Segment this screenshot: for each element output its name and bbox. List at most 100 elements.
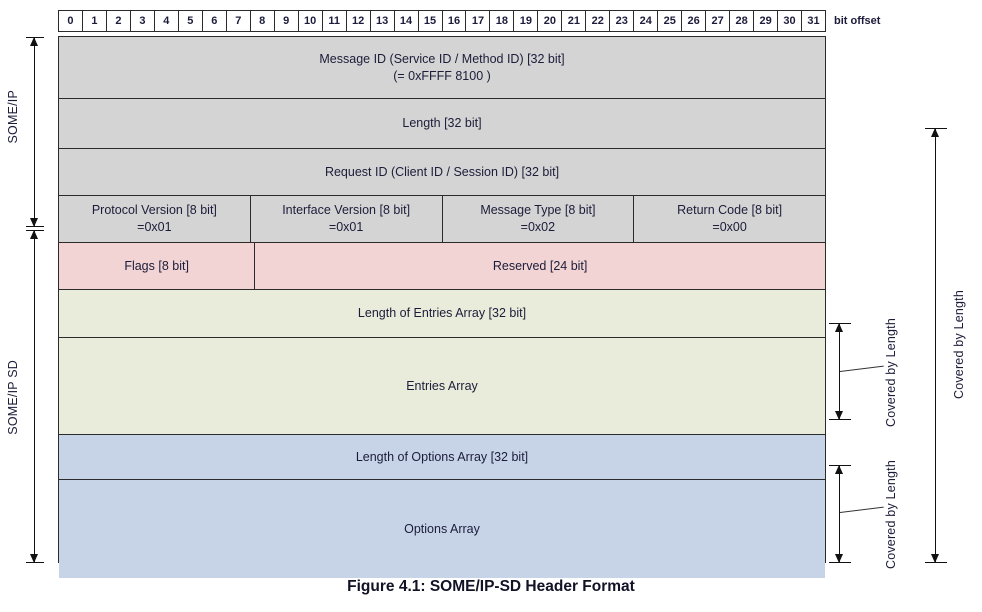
bracket-stem: [34, 37, 35, 227]
field-cell-version-type-return-0: Protocol Version [8 bit] =0x01: [59, 196, 251, 242]
bit-cell-30: 30: [778, 11, 803, 31]
bit-cell-26: 26: [682, 11, 707, 31]
bit-cell-5: 5: [179, 11, 203, 31]
bracket-stem: [839, 465, 840, 563]
bit-cell-0: 0: [59, 11, 83, 31]
field-value: =0x01: [137, 220, 172, 234]
field-cell-message-id-0: Message ID (Service ID / Method ID) [32 …: [59, 37, 825, 98]
bracket-stem: [839, 323, 840, 420]
bit-cell-28: 28: [730, 11, 755, 31]
field-label: Length of Options Array [32 bit]: [355, 449, 529, 464]
arrow-up-icon: [29, 37, 38, 46]
field-cell-request-id-0: Request ID (Client ID / Session ID) [32 …: [59, 149, 825, 195]
bracket-stem: [34, 230, 35, 563]
bit-cell-2: 2: [107, 11, 131, 31]
bit-cell-29: 29: [754, 11, 779, 31]
field-label: Flags [8 bit]: [124, 258, 189, 273]
bracket-tick-bottom: [829, 419, 851, 420]
table-row-request-id: Request ID (Client ID / Session ID) [32 …: [59, 149, 825, 196]
bracket-stem: [935, 128, 936, 563]
bit-cell-3: 3: [131, 11, 155, 31]
arrow-up-icon: [834, 323, 843, 332]
field-label: Interface Version [8 bit]: [282, 203, 411, 218]
bit-cell-17: 17: [466, 11, 491, 31]
header-format-table: Message ID (Service ID / Method ID) [32 …: [58, 36, 826, 578]
field-value: =0x00: [712, 220, 747, 234]
table-row-length-of-entries-array: Length of Entries Array [32 bit]: [59, 290, 825, 338]
arrow-down-icon: [29, 554, 38, 563]
field-cell-length-of-entries-array-0: Length of Entries Array [32 bit]: [59, 290, 825, 337]
bracket-tick-bottom: [26, 226, 44, 227]
table-row-message-id: Message ID (Service ID / Method ID) [32 …: [59, 37, 825, 99]
field-value: =0x01: [328, 220, 364, 234]
bit-cell-19: 19: [514, 11, 539, 31]
field-cell-length-of-options-array-0: Length of Options Array [32 bit]: [59, 435, 825, 479]
table-row-length-of-options-array: Length of Options Array [32 bit]: [59, 435, 825, 480]
bit-cell-6: 6: [203, 11, 227, 31]
table-row-options-array: Options Array: [59, 480, 825, 578]
arrow-up-icon: [930, 128, 939, 137]
bit-cell-23: 23: [610, 11, 635, 31]
bit-cell-24: 24: [634, 11, 659, 31]
field-cell-flags-reserved-1: Reserved [24 bit]: [255, 243, 825, 289]
bracket-label-covered-entries: Covered by Length: [884, 318, 898, 428]
bit-cell-4: 4: [155, 11, 179, 31]
bit-cell-21: 21: [562, 11, 587, 31]
field-label: Message ID (Service ID / Method ID) [32 …: [319, 51, 565, 66]
bracket-covered-by-length-total: [925, 128, 947, 563]
field-cell-entries-array-0: Entries Array: [59, 338, 825, 434]
bit-cell-16: 16: [443, 11, 467, 31]
bracket-covered-by-length-entries: [829, 323, 851, 420]
field-cell-version-type-return-3: Return Code [8 bit] =0x00: [634, 196, 825, 242]
field-label: Length [32 bit]: [402, 116, 482, 131]
arrow-down-icon: [29, 218, 38, 227]
bit-cell-9: 9: [275, 11, 299, 31]
bit-cell-18: 18: [490, 11, 515, 31]
bit-cell-25: 25: [658, 11, 683, 31]
bit-cell-20: 20: [538, 11, 563, 31]
arrow-down-icon: [930, 554, 939, 563]
bit-offset-label: bit offset: [834, 15, 881, 27]
field-value: (= 0xFFFF 8100 ): [393, 68, 491, 83]
field-cell-version-type-return-2: Message Type [8 bit]=0x02: [442, 196, 635, 242]
bracket-tick-bottom: [925, 562, 947, 563]
field-label: Message Type [8 bit]: [480, 203, 596, 218]
bracket-label-some-ip-sd: SOME/IP SD: [6, 360, 20, 435]
bit-cell-12: 12: [347, 11, 371, 31]
field-cell-version-type-return-1: Interface Version [8 bit] =0x01: [250, 196, 443, 242]
field-label: Protocol Version [8 bit]: [91, 203, 217, 218]
field-cell-options-array-0: Options Array: [59, 480, 825, 578]
table-row-entries-array: Entries Array: [59, 338, 825, 435]
bracket-tick-bottom: [26, 562, 44, 563]
bracket-some-ip-sd: [26, 230, 44, 563]
field-label: Options Array: [404, 521, 480, 536]
field-label: Return Code [8 bit]: [677, 203, 783, 218]
field-label: Reserved [24 bit]: [492, 258, 588, 273]
bracket-covered-by-length-options: [829, 465, 851, 563]
bit-cell-7: 7: [227, 11, 251, 31]
bit-cell-31: 31: [807, 14, 820, 27]
figure-caption: Figure 4.1: SOME/IP-SD Header Format: [347, 578, 635, 595]
arrow-up-icon: [834, 465, 843, 474]
bit-cell-11: 11: [323, 11, 347, 31]
bit-cell-27: 27: [706, 11, 731, 31]
field-cell-length-0: Length [32 bit]: [59, 99, 825, 148]
bracket-label-covered-options: Covered by Length: [884, 460, 898, 570]
bracket-label-covered-total: Covered by Length: [952, 290, 966, 400]
table-row-flags-reserved: Flags [8 bit] Reserved [24 bit]: [59, 243, 825, 290]
bit-cell-8: 8: [251, 11, 275, 31]
bit-cell-13: 13: [371, 11, 395, 31]
bracket-some-ip: [26, 37, 44, 227]
arrow-up-icon: [29, 230, 38, 239]
bit-cell-22: 22: [586, 11, 611, 31]
field-cell-flags-reserved-0: Flags [8 bit]: [59, 243, 256, 289]
bit-cell-14: 14: [395, 11, 419, 31]
field-label: Request ID (Client ID / Session ID) [32 …: [324, 164, 560, 179]
table-row-length: Length [32 bit]: [59, 99, 825, 149]
bit-cell-15: 15: [419, 11, 443, 31]
bracket-label-some-ip: SOME/IP: [6, 90, 20, 144]
bracket-tick-bottom: [829, 562, 851, 563]
